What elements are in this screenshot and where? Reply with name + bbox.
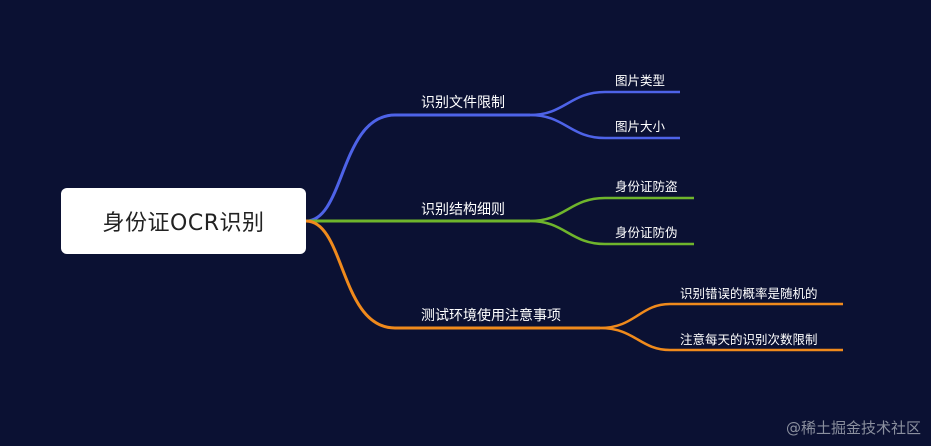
leaf-node-daily-limit[interactable]: 注意每天的识别次数限制 (680, 332, 818, 347)
leaf-node-image-type[interactable]: 图片类型 (615, 73, 666, 88)
connector-branch-2-leaf-2 (529, 219, 694, 246)
connector-root-branch-3 (305, 219, 600, 330)
leaf-node-id-anti-theft[interactable]: 身份证防盗 (615, 179, 678, 194)
branch-node-file-limits[interactable]: 识别文件限制 (421, 95, 505, 111)
connector-branch-2-leaf-1 (529, 196, 694, 223)
watermark-text: @稀土掘金技术社区 (785, 419, 921, 437)
connector-root-branch-1 (305, 113, 530, 223)
leaf-node-id-anti-forgery[interactable]: 身份证防伪 (615, 225, 678, 240)
branch-node-structure-rules[interactable]: 识别结构细则 (421, 202, 505, 218)
connector-branch-1-leaf-2 (529, 113, 680, 140)
connector-branch-3-leaf-1 (599, 302, 843, 330)
connector-branch-3-leaf-2 (599, 326, 843, 352)
leaf-node-error-probability[interactable]: 识别错误的概率是随机的 (680, 286, 818, 301)
connector-branch-1-leaf-1 (529, 90, 680, 117)
root-node[interactable]: 身份证OCR识别 (61, 188, 306, 254)
leaf-node-image-size[interactable]: 图片大小 (615, 119, 666, 134)
branch-node-test-env-notes[interactable]: 测试环境使用注意事项 (421, 308, 561, 324)
root-node-label: 身份证OCR识别 (102, 211, 265, 236)
